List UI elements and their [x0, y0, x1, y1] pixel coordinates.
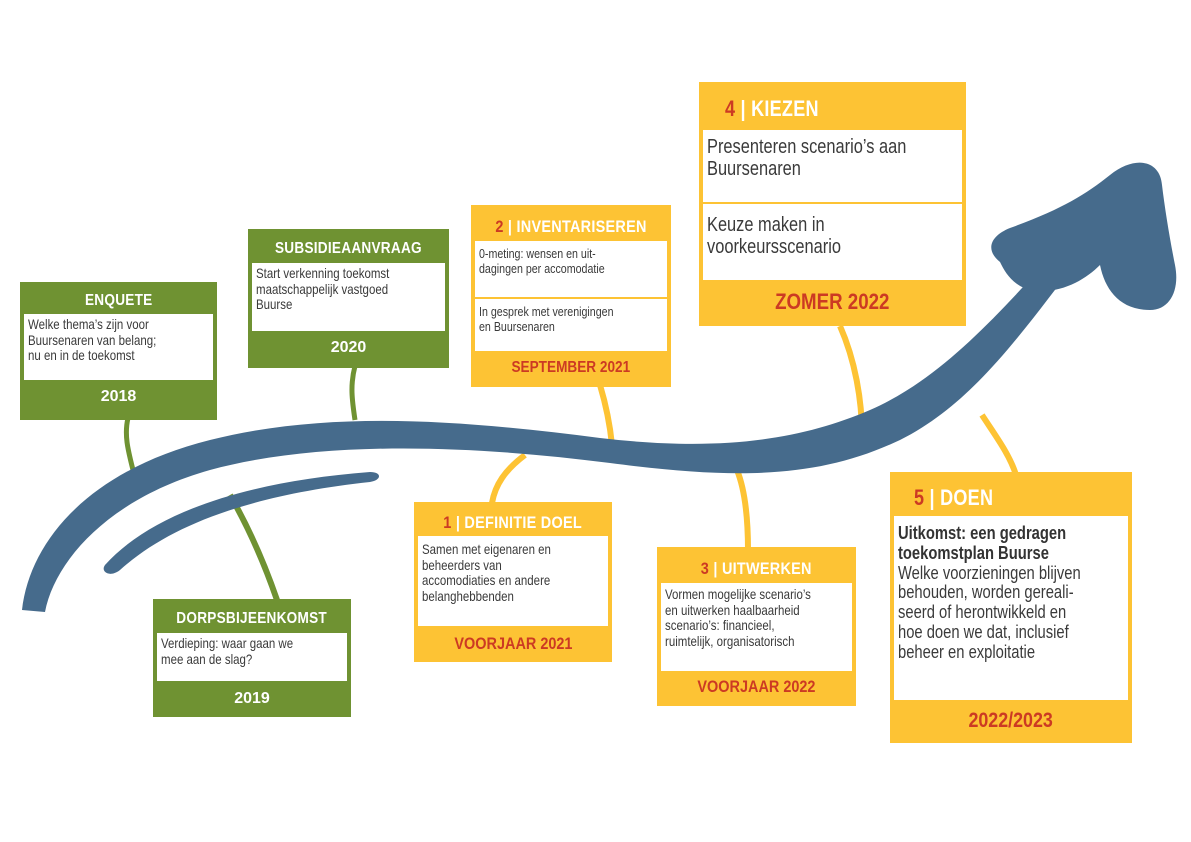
milestone-enquete: ENQUETE Welke thema’s zijn voor Buursena…	[20, 282, 217, 420]
phase-date: VOORJAAR 2021	[453, 634, 573, 653]
phase-title: 3 | UITWERKEN	[701, 559, 812, 578]
connector-subsidie	[349, 365, 358, 421]
milestone-dorpsbijeenkomst: DORPSBIJEENKOMST Verdieping: waar gaan w…	[153, 599, 351, 717]
connector-p3	[734, 468, 751, 551]
milestone-date: 2019	[234, 690, 270, 707]
arrow-swirl	[103, 472, 379, 574]
phase-description: Samen met eigenaren en beheerders van ac…	[418, 536, 608, 626]
milestone-date: 2020	[330, 339, 367, 356]
connector-enquete	[123, 417, 136, 471]
phase-5-doen: 5 | DOEN Uitkomst: een gedragen toekomst…	[890, 472, 1132, 743]
phase-title: 1 | DEFINITIE DOEL	[443, 513, 583, 532]
connector-dorps	[227, 493, 280, 601]
phase-4-kiezen: 4 | KIEZEN Presenteren scenario’s aan Bu…	[699, 82, 966, 326]
phase-title: 5 | DOEN	[914, 485, 994, 510]
connector-p5	[979, 413, 1019, 476]
phase-date: SEPTEMBER 2021	[511, 359, 631, 376]
milestone-date: 2018	[100, 388, 137, 405]
milestone-subsidieaanvraag: SUBSIDIEAANVRAAG Start verkenning toekom…	[248, 229, 449, 368]
phase-3-uitwerken: 3 | UITWERKEN Vormen mogelijke scenario’…	[657, 547, 856, 706]
phase-title: 4 | KIEZEN	[725, 96, 819, 121]
phase-description: Keuze maken in voorkeursscenario	[703, 204, 962, 280]
phase-description: Uitkomst: een gedragen toekomstplan Buur…	[894, 516, 1128, 700]
milestone-title: DORPSBIJEENKOMST	[176, 610, 328, 627]
milestone-title: ENQUETE	[84, 292, 153, 309]
phase-description: Vormen mogelijke scenario’s en uitwerken…	[661, 583, 852, 671]
phase-date: ZOMER 2022	[775, 289, 890, 314]
phase-description: In gesprek met verenigingen en Buursenar…	[475, 299, 667, 351]
connector-p2	[597, 384, 615, 446]
phase-date: 2022/2023	[968, 709, 1054, 732]
milestone-description: Welke thema’s zijn voor Buursenaren van …	[24, 314, 213, 380]
connector-p1	[489, 452, 527, 504]
milestone-title: SUBSIDIEAANVRAAG	[275, 240, 422, 257]
arrow-body	[22, 225, 1095, 612]
phase-1-definitie-doel: 1 | DEFINITIE DOEL Samen met eigenaren e…	[414, 502, 612, 662]
phase-2-inventariseren: 2 | INVENTARISEREN 0-meting: wensen en u…	[471, 205, 671, 387]
milestone-description: Start verkenning toekomst maatschappelij…	[252, 263, 445, 331]
phase-title: 2 | INVENTARISEREN	[495, 217, 647, 236]
arrow-head	[991, 162, 1177, 310]
phase-description: Presenteren scenario’s aan Buursenaren	[703, 130, 962, 202]
phase-date: VOORJAAR 2022	[697, 677, 816, 696]
milestone-description: Verdieping: waar gaan we mee aan de slag…	[157, 633, 347, 681]
phase-description: 0-meting: wensen en uit- dagingen per ac…	[475, 241, 667, 297]
